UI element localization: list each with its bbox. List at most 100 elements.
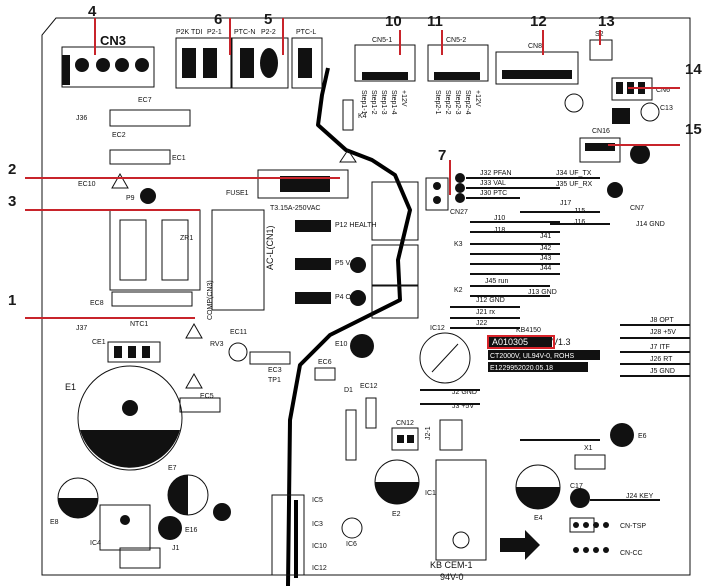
- callout-5: 5: [264, 11, 272, 28]
- svg-text:KB CEM-1: KB CEM-1: [430, 560, 473, 570]
- svg-text:CN27: CN27: [450, 209, 468, 216]
- cn-cc-pins: [573, 547, 609, 553]
- svg-text:CN-CC: CN-CC: [620, 550, 643, 557]
- p4-relay: [295, 292, 331, 304]
- board-id-block: A010305 V1.3 KB4150 CT2000V, UL94V-0, RO…: [487, 327, 600, 372]
- svg-text:IC1: IC1: [425, 490, 436, 497]
- k3-relay: [371, 244, 419, 286]
- svg-text:CE1: CE1: [92, 339, 106, 346]
- svg-text:J14 GND: J14 GND: [636, 221, 665, 228]
- svg-text:TP1: TP1: [268, 377, 281, 384]
- x1-crystal: [574, 454, 606, 470]
- svg-text:IC3: IC3: [312, 521, 323, 528]
- svg-text:J30 PTC: J30 PTC: [480, 190, 507, 197]
- svg-text:EC3: EC3: [268, 367, 282, 374]
- svg-text:K3: K3: [454, 241, 463, 248]
- cn8-connector: [495, 51, 579, 85]
- svg-text:J18: J18: [494, 227, 505, 234]
- svg-text:K4: K4: [358, 113, 367, 120]
- svg-text:IC10: IC10: [312, 543, 327, 550]
- svg-text:J32 PFAN: J32 PFAN: [480, 170, 512, 177]
- svg-text:E1: E1: [65, 382, 76, 392]
- c17-cap: [570, 488, 590, 508]
- svg-text:J2-1: J2-1: [425, 426, 432, 440]
- c15-cap: [564, 93, 584, 113]
- ec3-cap: [249, 351, 291, 365]
- e12-cap: [607, 182, 623, 198]
- callout-12: 12: [530, 13, 547, 30]
- svg-text:E4: E4: [534, 515, 543, 522]
- svg-text:E1229952020.05.18: E1229952020.05.18: [490, 365, 553, 372]
- svg-text:J21 rx: J21 rx: [476, 309, 496, 316]
- svg-text:RV3: RV3: [210, 341, 224, 348]
- arrow-icon: [500, 530, 540, 560]
- svg-text:FUSE1: FUSE1: [226, 190, 249, 197]
- cn3-label: CN3: [100, 33, 126, 48]
- svg-text:X1: X1: [584, 445, 593, 452]
- svg-text:CN5-1: CN5-1: [372, 37, 392, 44]
- cn12-connector: [391, 427, 419, 451]
- svg-text:94V-0: 94V-0: [440, 572, 464, 582]
- svg-text:E7: E7: [168, 465, 177, 472]
- svg-text:J10: J10: [494, 215, 505, 222]
- ic1-regulator: [435, 459, 487, 561]
- ptc-terminal: [231, 37, 289, 89]
- ic12-circle: [419, 332, 471, 384]
- svg-text:PTC-N: PTC-N: [234, 29, 255, 36]
- callout-1: 1: [8, 292, 16, 309]
- svg-text:E2: E2: [392, 511, 401, 518]
- cn2-1-connector: [439, 419, 463, 451]
- callout-2: 2: [8, 161, 16, 178]
- k4-relay: [342, 99, 354, 131]
- svg-text:Step2-1: Step2-1: [434, 90, 441, 115]
- svg-text:Step2-2: Step2-2: [444, 90, 451, 115]
- part-number-highlight: [487, 335, 555, 349]
- svg-text:Step2-3: Step2-3: [454, 90, 461, 115]
- callout-10: 10: [385, 13, 402, 30]
- warning-icon: [339, 149, 357, 163]
- svg-text:J7 ITF: J7 ITF: [650, 344, 670, 351]
- callout-7: 7: [438, 147, 446, 164]
- cn16-connector: [579, 137, 621, 163]
- ic6-part: [341, 517, 363, 539]
- svg-text:EC12: EC12: [360, 383, 378, 390]
- callout-13: 13: [598, 13, 615, 30]
- svg-text:J17: J17: [560, 200, 571, 207]
- c14-part: [612, 108, 630, 124]
- svg-text:IC12: IC12: [430, 325, 445, 332]
- e6-cap: [610, 423, 634, 447]
- svg-text:IC5: IC5: [312, 497, 323, 504]
- svg-text:P2K TDI: P2K TDI: [176, 29, 202, 36]
- jumper-lines: [450, 173, 690, 501]
- warning-icon-4: [111, 172, 129, 189]
- cn-tsp-pins: [573, 522, 609, 528]
- svg-text:J12 GND: J12 GND: [476, 297, 505, 304]
- svg-text:J15: J15: [574, 208, 585, 215]
- svg-text:J33 VAL: J33 VAL: [480, 180, 506, 187]
- svg-text:+12V: +12V: [474, 90, 481, 107]
- cn5-pin-labels: Step1-1 Step1-2 Step1-3 Step1-4 +12V Ste…: [360, 90, 481, 115]
- svg-text:J44: J44: [540, 265, 551, 272]
- svg-text:CN12: CN12: [396, 420, 414, 427]
- svg-text:IC4: IC4: [90, 540, 101, 547]
- svg-text:Step1-3: Step1-3: [380, 90, 387, 115]
- svg-text:EC2: EC2: [112, 132, 126, 139]
- svg-text:P4 OFAN: P4 OFAN: [335, 294, 365, 301]
- svg-text:NTC1: NTC1: [130, 321, 148, 328]
- ec12-cap: [365, 397, 377, 429]
- svg-text:J41: J41: [540, 233, 551, 240]
- svg-text:J5 GND: J5 GND: [650, 368, 675, 375]
- k-relay-1: [371, 181, 419, 241]
- svg-text:J22: J22: [476, 320, 487, 327]
- svg-text:CN7: CN7: [630, 205, 644, 212]
- svg-text:CN5-2: CN5-2: [446, 37, 466, 44]
- fuse1: [257, 169, 349, 199]
- callout-4: 4: [88, 3, 97, 20]
- ec6-cap: [314, 367, 336, 381]
- e1-capacitor: [77, 365, 183, 471]
- svg-text:EC8: EC8: [90, 300, 104, 307]
- svg-text:CN6: CN6: [656, 87, 670, 94]
- svg-text:V1.3: V1.3: [552, 337, 571, 347]
- c3-cap: [213, 503, 231, 521]
